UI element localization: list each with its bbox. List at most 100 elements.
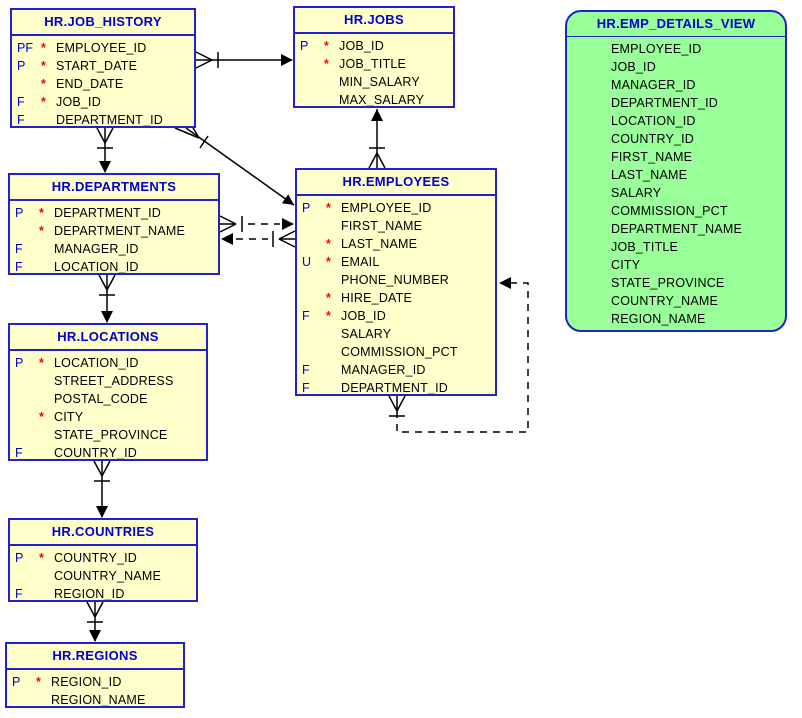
key-flag bbox=[567, 130, 596, 148]
column-name: COUNTRY_NAME bbox=[611, 294, 719, 308]
column-row[interactable]: STATE_PROVINCE bbox=[10, 426, 206, 444]
relationship-employees-jobs[interactable] bbox=[368, 109, 386, 169]
column-row[interactable]: PF*EMPLOYEE_ID bbox=[12, 39, 194, 57]
column-name: FIRST_NAME bbox=[341, 219, 423, 233]
key-flag bbox=[10, 222, 39, 240]
column-name: LOCATION_ID bbox=[54, 260, 139, 274]
column-name: HIRE_DATE bbox=[341, 291, 413, 305]
column-row[interactable]: F*JOB_ID bbox=[297, 307, 495, 325]
column-row[interactable]: DEPARTMENT_NAME bbox=[567, 220, 785, 238]
column-row[interactable]: P*COUNTRY_ID bbox=[10, 549, 196, 567]
column-row[interactable]: CITY bbox=[567, 256, 785, 274]
column-row[interactable]: *HIRE_DATE bbox=[297, 289, 495, 307]
relationship-departments-employees[interactable] bbox=[219, 215, 294, 233]
column-row[interactable]: STREET_ADDRESS bbox=[10, 372, 206, 390]
column-row[interactable]: P*REGION_ID bbox=[7, 673, 183, 691]
required-asterisk bbox=[39, 567, 54, 585]
column-row[interactable]: P*JOB_ID bbox=[295, 37, 453, 55]
key-flag bbox=[295, 73, 324, 91]
key-flag bbox=[295, 55, 324, 73]
column-row[interactable]: COMMISSION_PCT bbox=[567, 202, 785, 220]
column-row[interactable]: LAST_NAME bbox=[567, 166, 785, 184]
column-row[interactable]: P*DEPARTMENT_ID bbox=[10, 204, 218, 222]
column-row[interactable]: *JOB_TITLE bbox=[295, 55, 453, 73]
column-row[interactable]: COMMISSION_PCT bbox=[297, 343, 495, 361]
column-row[interactable]: REGION_NAME bbox=[567, 310, 785, 328]
column-row[interactable]: STATE_PROVINCE bbox=[567, 274, 785, 292]
required-asterisk bbox=[326, 379, 341, 394]
column-row[interactable]: PHONE_NUMBER bbox=[297, 271, 495, 289]
column-row[interactable]: POSTAL_CODE bbox=[10, 390, 206, 408]
column-row[interactable]: JOB_TITLE bbox=[567, 238, 785, 256]
required-asterisk: * bbox=[326, 237, 331, 251]
column-name: MANAGER_ID bbox=[341, 363, 426, 377]
column-row[interactable]: P*EMPLOYEE_ID bbox=[297, 199, 495, 217]
required-asterisk bbox=[39, 426, 54, 444]
key-flag: P bbox=[15, 551, 24, 565]
column-name: SALARY bbox=[341, 327, 392, 341]
column-row[interactable]: COUNTRY_NAME bbox=[567, 292, 785, 310]
column-name: EMPLOYEE_ID bbox=[341, 201, 432, 215]
column-row[interactable]: JOB_ID bbox=[567, 58, 785, 76]
key-flag bbox=[295, 91, 324, 106]
column-name: DEPARTMENT_ID bbox=[611, 96, 719, 110]
relationship-job-history-jobs[interactable] bbox=[195, 51, 293, 69]
required-asterisk: * bbox=[39, 224, 44, 238]
column-row[interactable]: MANAGER_ID bbox=[567, 76, 785, 94]
key-flag bbox=[567, 148, 596, 166]
entity-departments[interactable]: HR.DEPARTMENTS P*DEPARTMENT_ID*DEPARTMEN… bbox=[8, 173, 220, 275]
key-flag bbox=[567, 238, 596, 256]
entity-employees[interactable]: HR.EMPLOYEES P*EMPLOYEE_ID FIRST_NAME *LAS… bbox=[295, 168, 497, 396]
entity-title-employees: HR.EMPLOYEES bbox=[297, 170, 495, 196]
column-row[interactable]: DEPARTMENT_ID bbox=[567, 94, 785, 112]
column-row[interactable]: *CITY bbox=[10, 408, 206, 426]
column-row[interactable]: SALARY bbox=[297, 325, 495, 343]
required-asterisk bbox=[596, 310, 611, 328]
column-row[interactable]: U*EMAIL bbox=[297, 253, 495, 271]
column-row[interactable]: P*START_DATE bbox=[12, 57, 194, 75]
relationship-countries-regions[interactable] bbox=[86, 601, 104, 642]
relationship-job-history-employees[interactable] bbox=[174, 125, 295, 206]
entity-title-jobs: HR.JOBS bbox=[295, 8, 453, 34]
column-row[interactable]: COUNTRY_ID bbox=[567, 130, 785, 148]
key-flag bbox=[297, 217, 326, 235]
column-name: STREET_ADDRESS bbox=[54, 374, 174, 388]
relationship-departments-locations[interactable] bbox=[98, 274, 116, 323]
column-row[interactable]: MIN_SALARY bbox=[295, 73, 453, 91]
column-row[interactable]: *DEPARTMENT_NAME bbox=[10, 222, 218, 240]
column-row[interactable]: *END_DATE bbox=[12, 75, 194, 93]
relationship-locations-countries[interactable] bbox=[93, 460, 111, 518]
column-row[interactable]: LOCATION_ID bbox=[567, 112, 785, 130]
key-flag: P bbox=[300, 39, 309, 53]
column-row[interactable]: MAX_SALARY bbox=[295, 91, 453, 106]
column-row[interactable]: REGION_NAME bbox=[7, 691, 183, 706]
relationship-employees-self[interactable] bbox=[388, 277, 529, 433]
key-flag: F bbox=[302, 381, 310, 395]
column-name: JOB_ID bbox=[611, 60, 656, 74]
column-row[interactable]: EMPLOYEE_ID bbox=[567, 40, 785, 58]
column-row[interactable]: F*JOB_ID bbox=[12, 93, 194, 111]
column-row[interactable]: *LAST_NAME bbox=[297, 235, 495, 253]
required-asterisk bbox=[326, 361, 341, 379]
column-row[interactable]: COUNTRY_NAME bbox=[10, 567, 196, 585]
column-row[interactable]: SALARY bbox=[567, 184, 785, 202]
relationship-employees-departments[interactable] bbox=[221, 230, 296, 248]
column-row[interactable]: P*LOCATION_ID bbox=[10, 354, 206, 372]
column-row[interactable]: FIRST_NAME bbox=[567, 148, 785, 166]
required-asterisk bbox=[326, 343, 341, 361]
relationship-job-history-departments[interactable] bbox=[96, 127, 114, 173]
column-row[interactable]: FIRST_NAME bbox=[297, 217, 495, 235]
